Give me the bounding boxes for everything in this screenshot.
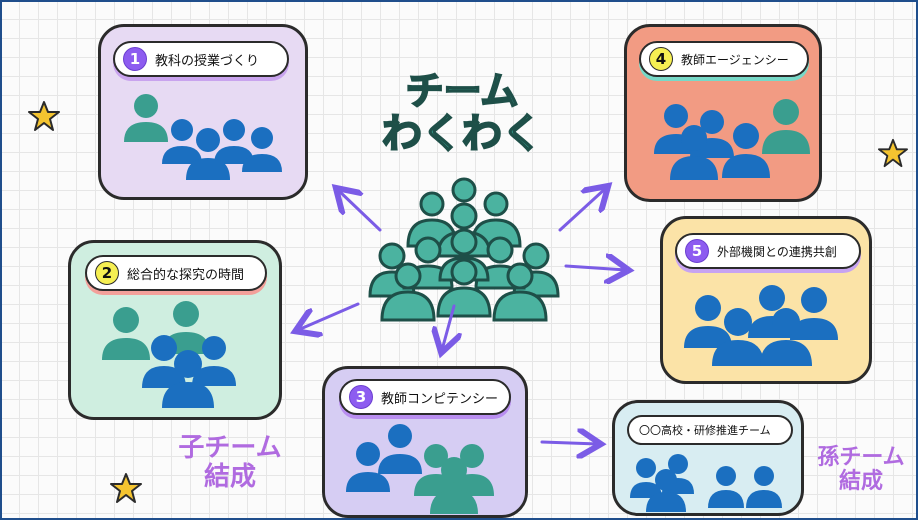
grandchild-team-label: 孫チーム 結成 [806, 445, 916, 495]
child-team-label: 子チーム 結成 [160, 434, 300, 491]
title-line-2: わくわく [381, 111, 543, 157]
number-badge: 4 [649, 47, 673, 71]
people-group-icon [684, 285, 838, 366]
star-icon [28, 101, 60, 131]
card-label: 3 教師コンピテンシー [339, 379, 511, 415]
card-label: 〇〇高校・研修推進チーム [627, 415, 793, 445]
card-label: 5 外部機関との連携共創 [675, 233, 861, 269]
people-group-icon [368, 177, 560, 322]
people-group-icon [654, 99, 810, 180]
card-title: 外部機関との連携共創 [717, 244, 837, 259]
number-badge: 3 [349, 385, 373, 409]
card-label: 1 教科の授業づくり [113, 41, 289, 77]
child-team-line-2: 結成 [203, 461, 256, 492]
card-title: 教師エージェンシー [681, 52, 789, 67]
number-badge: 5 [685, 239, 709, 263]
people-group-icon [124, 94, 282, 180]
card-title: 教科の授業づくり [155, 53, 260, 69]
number-badge: 2 [95, 261, 119, 285]
card-title: 〇〇高校・研修推進チーム [639, 424, 771, 437]
title-line-1: チーム [405, 69, 520, 113]
people-group-icon [346, 424, 494, 514]
card-title: 総合的な探究の時間 [127, 267, 245, 283]
card-label: 2 総合的な探究の時間 [85, 255, 267, 291]
child-team-line-1: 子チーム [178, 433, 282, 463]
grandchild-team-line-1: 孫チーム [817, 445, 905, 470]
people-group-icon [102, 301, 236, 408]
star-icon [110, 473, 142, 503]
card-title: 教師コンピテンシー [381, 391, 499, 407]
people-group-icon [630, 454, 782, 512]
number-badge: 1 [123, 47, 147, 71]
grandchild-team-line-2: 結成 [838, 469, 883, 495]
star-icon [878, 138, 908, 168]
card-label: 4 教師エージェンシー [639, 41, 809, 77]
